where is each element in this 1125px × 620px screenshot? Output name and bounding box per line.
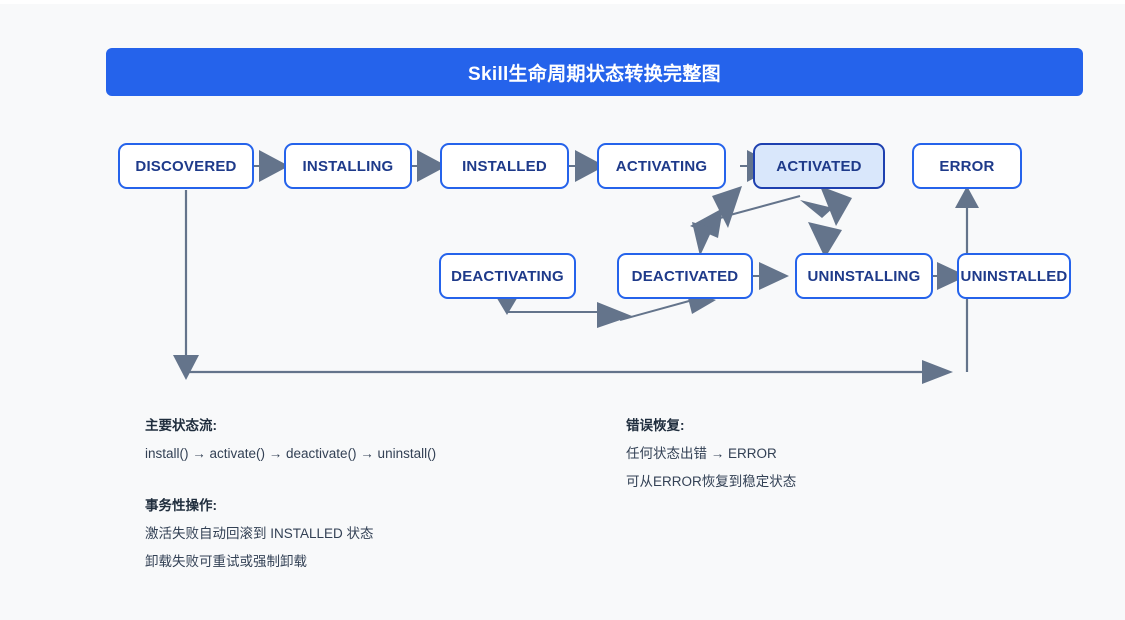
state-label-activating: ACTIVATING — [615, 157, 708, 175]
state-node-deactivating[interactable]: DEACTIVATING — [439, 253, 576, 299]
edge-activated-uninstalling — [800, 186, 852, 258]
diagram-title-bar: Skill生命周期状态转换完整图 — [106, 48, 1083, 96]
legend-error-recovery-line-2: 可从ERROR恢复到稳定状态 — [626, 474, 797, 489]
edge-activated-deactivated — [690, 186, 801, 256]
state-label-deactivating: DEACTIVATING — [451, 267, 564, 285]
legend-main-flow-line-1: install() → activate() → deactivate() → … — [145, 446, 437, 461]
state-label-deactivated: DEACTIVATED — [631, 267, 739, 285]
state-node-uninstalled[interactable]: UNINSTALLED — [957, 253, 1071, 299]
state-node-installed[interactable]: INSTALLED — [440, 143, 569, 189]
state-label-uninstalled: UNINSTALLED — [960, 267, 1068, 285]
legend-error-recovery: 错误恢复: 任何状态出错 → ERROR 可从ERROR恢复到稳定状态 — [626, 412, 796, 496]
page-title: Skill生命周期状态转换完整图 — [468, 63, 721, 85]
state-node-error[interactable]: ERROR — [912, 143, 1022, 189]
legend-transactional-line-1: 激活失败自动回滚到 INSTALLED 状态 — [145, 526, 374, 541]
top-white-strip — [0, 0, 1125, 4]
state-node-activating[interactable]: ACTIVATING — [597, 143, 726, 189]
state-node-deactivated[interactable]: DEACTIVATED — [617, 253, 753, 299]
state-node-discovered[interactable]: DISCOVERED — [118, 143, 254, 189]
state-label-installing: INSTALLING — [302, 157, 394, 175]
state-node-uninstalling[interactable]: UNINSTALLING — [795, 253, 933, 299]
legend-main-flow: 主要状态流: install() → activate() → deactiva… — [145, 412, 436, 468]
state-label-activated: ACTIVATED — [776, 157, 862, 175]
state-label-installed: INSTALLED — [462, 157, 547, 175]
legend-transactional-heading: 事务性操作: — [145, 498, 217, 513]
state-label-uninstalling: UNINSTALLING — [807, 267, 921, 285]
state-label-error: ERROR — [939, 157, 995, 175]
legend-main-flow-heading: 主要状态流: — [145, 418, 217, 433]
legend-error-recovery-line-1: 任何状态出错 → ERROR — [626, 446, 777, 461]
legend-transactional: 事务性操作: 激活失败自动回滚到 INSTALLED 状态 卸载失败可重试或强制… — [145, 492, 374, 576]
legend-error-recovery-heading: 错误恢复: — [626, 418, 685, 433]
state-label-discovered: DISCOVERED — [135, 157, 237, 175]
edge-deactivated-uninstalling — [752, 262, 789, 290]
legend-transactional-line-2: 卸载失败可重试或强制卸载 — [145, 554, 307, 569]
state-node-activated[interactable]: ACTIVATED — [753, 143, 885, 189]
state-node-installing[interactable]: INSTALLING — [284, 143, 412, 189]
